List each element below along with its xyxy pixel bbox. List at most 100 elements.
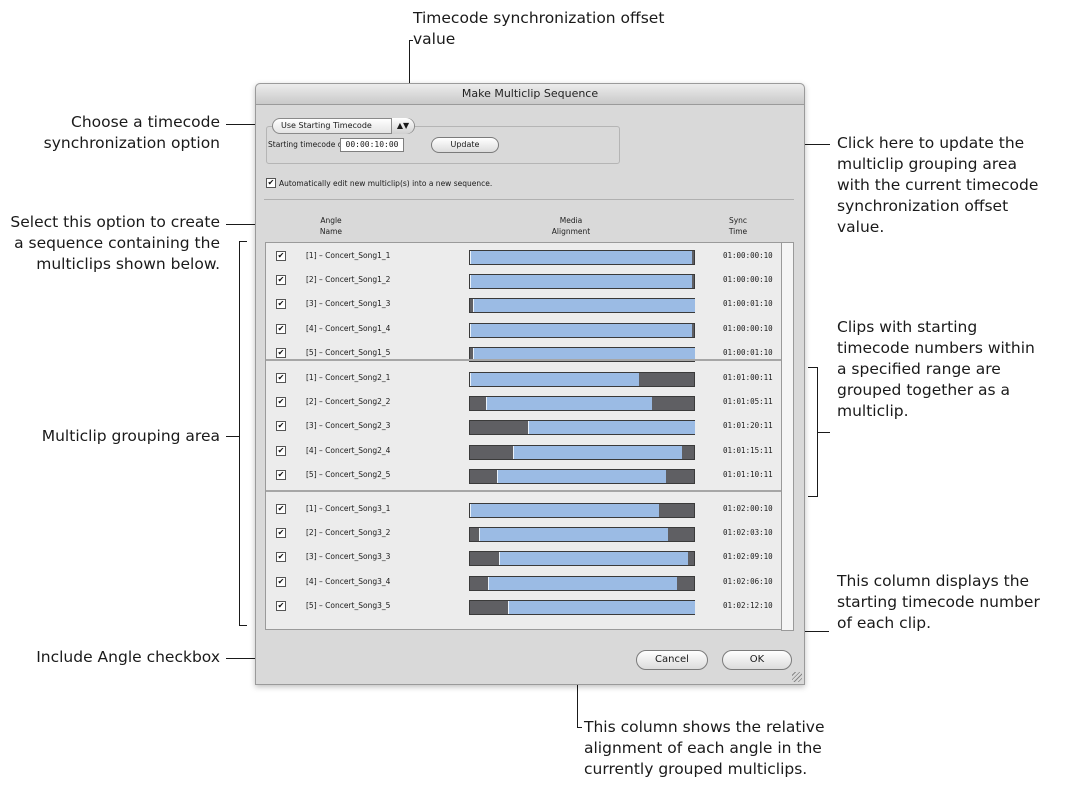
col-header-media-line1: Media <box>559 216 583 225</box>
include-angle-checkbox[interactable]: ✔ <box>276 421 286 432</box>
col-header-sync: Sync Time <box>713 215 763 237</box>
include-angle-checkbox[interactable]: ✔ <box>276 323 286 334</box>
clip-row: ✔ [1] – Concert_Song3_1 01:02:00:10 <box>266 500 783 518</box>
include-angle-checkbox[interactable]: ✔ <box>276 504 286 514</box>
include-angle-checkbox[interactable]: ✔ <box>276 347 286 358</box>
auto-edit-checkbox[interactable]: ✔ <box>266 178 276 188</box>
include-angle-checkbox[interactable]: ✔ <box>276 576 286 587</box>
clip-row: ✔ [1] – Concert_Song1_1 01:00:00:10 <box>266 247 783 265</box>
include-angle-checkbox[interactable]: ✔ <box>276 528 286 539</box>
sync-time: 01:02:09:10 <box>723 552 773 562</box>
include-angle-checkbox[interactable]: ✔ <box>276 251 286 261</box>
media-alignment-bar <box>528 421 695 435</box>
media-alignment-track <box>469 420 695 436</box>
make-multiclip-dialog: Make Multiclip Sequence Use Starting Tim… <box>255 83 805 685</box>
callout-alignment-column: This column shows the relative alignment… <box>584 718 825 778</box>
callout-include-angle: Include Angle checkbox <box>36 648 220 666</box>
group-divider <box>266 359 783 361</box>
ok-button[interactable]: OK <box>722 650 792 670</box>
media-alignment-track <box>469 298 695 314</box>
auto-edit-label: Automatically edit new multiclip(s) into… <box>279 179 493 188</box>
leader-choose <box>226 124 268 125</box>
sync-time: 01:02:12:10 <box>723 600 773 610</box>
include-angle-checkbox[interactable]: ✔ <box>276 600 286 611</box>
sync-option-popup[interactable]: Use Starting Timecode ▲▼ <box>272 118 415 134</box>
callout-select-option: Select this option to create a sequence … <box>10 213 220 273</box>
sync-time: 01:01:10:11 <box>723 469 773 479</box>
update-button[interactable]: Update <box>431 137 499 153</box>
media-alignment-track <box>469 250 695 265</box>
callout-choose-option: Choose a timecode synchronization option <box>43 113 220 152</box>
angle-name: [3] – Concert_Song3_3 <box>306 552 391 562</box>
col-header-media: Media Alignment <box>536 215 606 237</box>
media-alignment-bar <box>499 552 689 566</box>
cancel-button[interactable]: Cancel <box>636 650 708 670</box>
callout-offset-value: Timecode synchronization offset value <box>413 9 665 48</box>
col-header-sync-line1: Sync <box>728 216 748 225</box>
bracket-grouping-bottom <box>239 625 247 626</box>
sync-time: 01:00:00:10 <box>723 251 773 260</box>
media-alignment-track <box>469 599 695 615</box>
media-alignment-bar <box>470 373 639 386</box>
bracket-clips-bottom <box>808 496 817 497</box>
include-angle-checkbox[interactable]: ✔ <box>276 275 286 286</box>
include-angle-checkbox[interactable]: ✔ <box>276 552 286 563</box>
timecode-delta-field[interactable]: 00:00:10:00 <box>340 138 404 152</box>
dialog-title: Make Multiclip Sequence <box>256 84 804 105</box>
media-alignment-track <box>469 444 695 460</box>
include-angle-checkbox[interactable]: ✔ <box>276 397 286 408</box>
angle-name: [4] – Concert_Song3_4 <box>306 576 391 586</box>
media-alignment-track <box>469 551 695 567</box>
separator <box>264 199 794 200</box>
angle-name: [5] – Concert_Song1_5 <box>306 347 391 357</box>
angle-name: [5] – Concert_Song3_5 <box>306 600 391 610</box>
resize-grip-icon[interactable] <box>792 672 802 682</box>
media-alignment-bar <box>512 445 682 459</box>
popup-arrows-icon: ▲▼ <box>391 118 414 134</box>
media-alignment-bar <box>470 504 660 517</box>
leader-grouping <box>226 436 239 437</box>
media-alignment-bar <box>478 528 669 542</box>
media-alignment-bar <box>473 347 695 361</box>
callout-clips-range: Clips with starting timecode numbers wit… <box>837 318 1035 420</box>
clip-row: ✔ [4] – Concert_Song1_4 01:00:00:10 <box>266 320 783 338</box>
include-angle-checkbox[interactable]: ✔ <box>276 299 286 310</box>
media-alignment-bar <box>470 251 692 264</box>
leader-offset-tick <box>409 40 413 41</box>
media-alignment-bar <box>508 600 695 614</box>
sync-time: 01:01:15:11 <box>723 445 773 455</box>
media-alignment-track <box>469 372 695 387</box>
leader-include-angle <box>226 658 278 659</box>
bracket-clips-top <box>808 367 817 368</box>
angle-name: [1] – Concert_Song3_1 <box>306 504 391 513</box>
angle-name: [3] – Concert_Song2_3 <box>306 421 391 431</box>
sync-time: 01:02:03:10 <box>723 528 773 538</box>
angle-name: [1] – Concert_Song1_1 <box>306 251 391 260</box>
include-angle-checkbox[interactable]: ✔ <box>276 373 286 383</box>
sync-option-value: Use Starting Timecode <box>281 121 372 130</box>
col-header-angle-line1: Angle <box>320 216 342 225</box>
include-angle-checkbox[interactable]: ✔ <box>276 445 286 456</box>
bracket-grouping-vert <box>239 241 240 625</box>
include-angle-checkbox[interactable]: ✔ <box>276 469 286 480</box>
sync-time: 01:00:00:10 <box>723 323 773 333</box>
media-alignment-bar <box>487 576 678 590</box>
media-alignment-track <box>469 527 695 543</box>
leader-alignment-tick <box>577 727 582 728</box>
media-alignment-track <box>469 396 695 412</box>
scrollbar[interactable] <box>781 242 794 631</box>
clip-row: ✔ [5] – Concert_Song3_5 01:02:12:10 <box>266 597 783 615</box>
col-header-sync-line2: Time <box>728 227 748 236</box>
angle-name: [4] – Concert_Song1_4 <box>306 323 391 333</box>
sync-time: 01:02:00:10 <box>723 504 773 513</box>
sync-time: 01:00:01:10 <box>723 347 773 357</box>
media-alignment-track <box>469 503 695 518</box>
angle-name: [3] – Concert_Song1_3 <box>306 299 391 309</box>
media-alignment-bar <box>470 323 692 337</box>
media-alignment-bar <box>485 397 653 411</box>
